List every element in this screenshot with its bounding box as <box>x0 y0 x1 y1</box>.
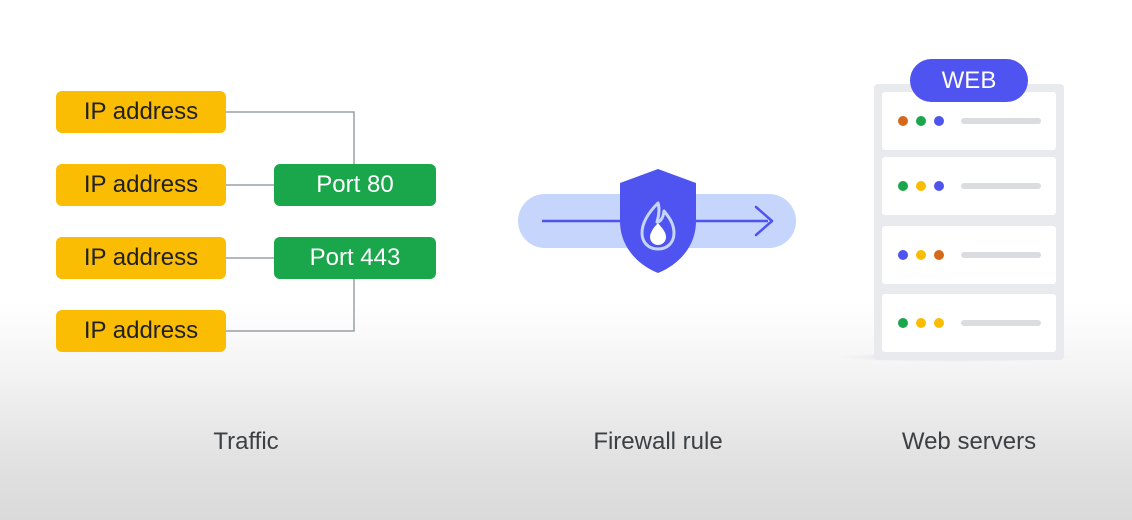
server-info-bar <box>961 320 1041 326</box>
status-dot <box>898 250 908 260</box>
status-dot <box>916 250 926 260</box>
status-dot <box>916 116 926 126</box>
port-80-box: Port 80 <box>274 164 436 206</box>
traffic-caption: Traffic <box>213 428 279 455</box>
status-dot <box>898 116 908 126</box>
flame-shield-icon <box>620 169 696 273</box>
server-unit-4 <box>882 294 1056 352</box>
status-dot <box>934 250 944 260</box>
ip-address-box-2: IP address <box>56 164 226 206</box>
ip-address-box-4: IP address <box>56 310 226 352</box>
ip-address-box-3: IP address <box>56 237 226 279</box>
server-info-bar <box>961 183 1041 189</box>
status-dot <box>934 181 944 191</box>
web-servers-caption: Web servers <box>901 428 1037 455</box>
ip-address-box-1: IP address <box>56 91 226 133</box>
web-badge: WEB <box>910 59 1028 102</box>
status-dot <box>934 116 944 126</box>
status-dot <box>898 318 908 328</box>
port-443-box: Port 443 <box>274 237 436 279</box>
status-dot <box>916 318 926 328</box>
firewall-illustration <box>542 169 774 273</box>
server-unit-3 <box>882 226 1056 284</box>
connector-ip1-port80 <box>226 111 355 164</box>
server-info-bar <box>961 252 1041 258</box>
status-dot <box>898 181 908 191</box>
status-dot <box>916 181 926 191</box>
server-unit-2 <box>882 157 1056 215</box>
connector-ip4-port443 <box>226 279 355 332</box>
server-info-bar <box>961 118 1041 124</box>
status-dot <box>934 318 944 328</box>
firewall-rule-caption: Firewall rule <box>593 428 723 455</box>
